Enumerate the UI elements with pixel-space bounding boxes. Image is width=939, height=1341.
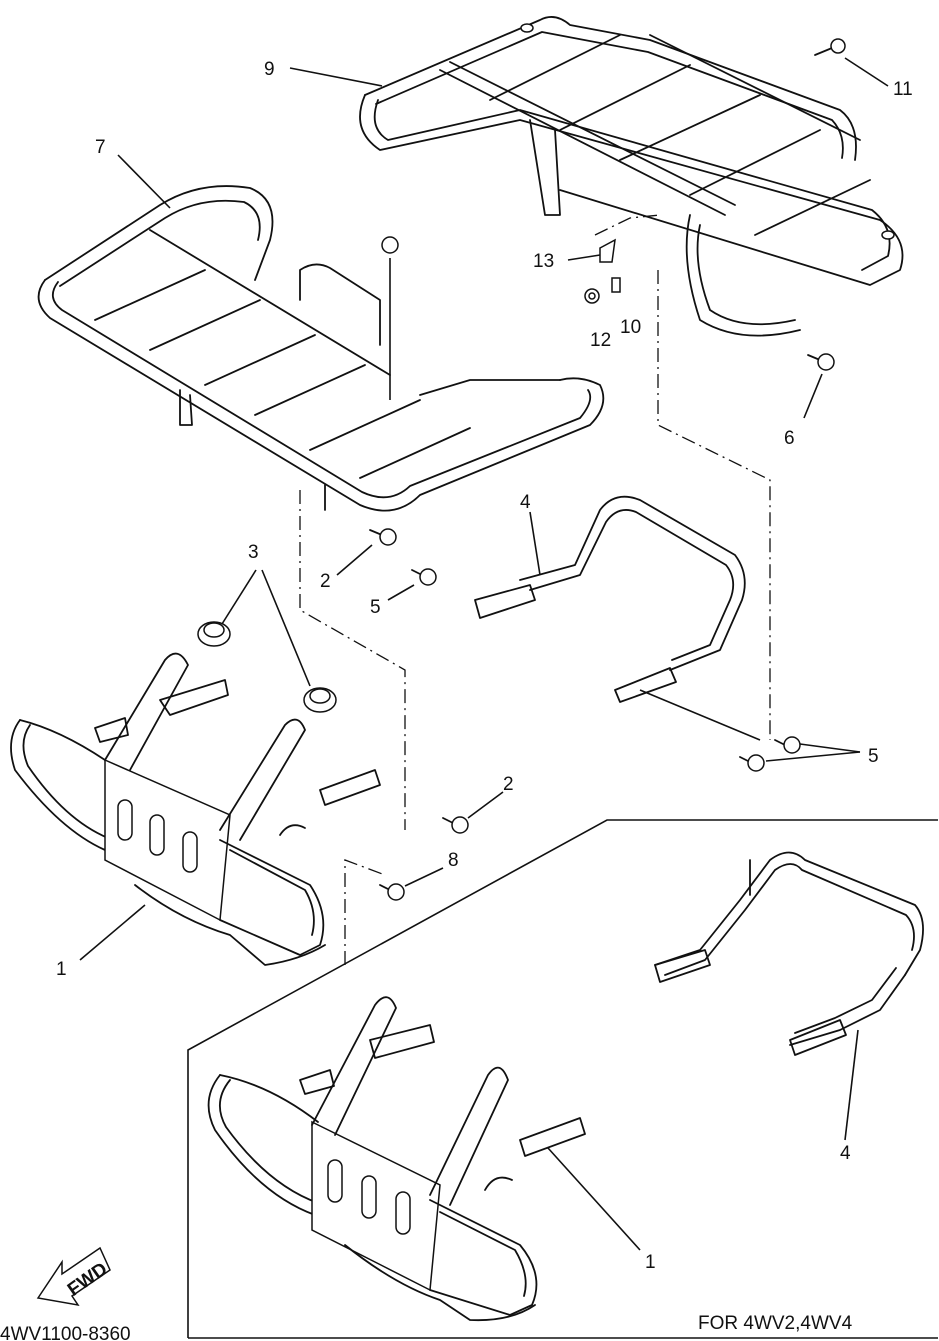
callout-5-left: 5	[370, 597, 381, 618]
bolt-5-left	[411, 568, 437, 586]
front-bumper-inset	[207, 996, 586, 1322]
callout-4-inset: 4	[840, 1143, 851, 1164]
bolt-5-right-b	[739, 754, 765, 772]
connection-lines	[299, 214, 771, 965]
callouts: 9 7 11 13 10 12 6 4 3 2 5 5 2 8 1 4 1	[56, 59, 913, 1273]
callout-2-lower: 2	[503, 774, 514, 795]
callout-11: 11	[893, 79, 913, 100]
bolts	[369, 38, 846, 901]
side-guard-main	[474, 495, 761, 741]
side-guard-inset	[654, 851, 924, 1056]
bolt-6	[807, 353, 835, 371]
inset-caption: FOR 4WV2,4WV4	[698, 1313, 853, 1334]
callout-12: 12	[590, 330, 611, 351]
small-hardware	[584, 238, 621, 304]
bolt-2-upper	[369, 528, 397, 546]
callout-4-main: 4	[520, 492, 531, 513]
inset-box	[187, 819, 938, 1339]
front-bumper-main	[10, 652, 381, 966]
bolt-5-right-a	[774, 736, 801, 754]
callout-2-upper: 2	[320, 571, 331, 592]
callout-1-main: 1	[56, 959, 67, 980]
callout-8: 8	[448, 850, 459, 871]
bolt-2-lower	[442, 816, 469, 834]
document-code: 4WV1100-8360	[0, 1324, 131, 1341]
callout-9: 9	[264, 59, 275, 80]
collars	[197, 621, 337, 713]
front-carrier	[37, 185, 605, 512]
rear-carrier	[359, 16, 904, 337]
callout-6: 6	[784, 428, 795, 449]
bolt-8	[379, 883, 405, 901]
leader-lines	[79, 57, 889, 1251]
callout-10: 10	[620, 317, 641, 338]
callout-7: 7	[95, 137, 106, 158]
callout-3: 3	[248, 542, 259, 563]
callout-1-inset: 1	[645, 1252, 656, 1273]
callout-13: 13	[533, 251, 554, 272]
callout-5-right: 5	[868, 746, 879, 767]
bolt-11	[814, 38, 846, 56]
fwd-arrow-icon	[36, 1246, 111, 1307]
